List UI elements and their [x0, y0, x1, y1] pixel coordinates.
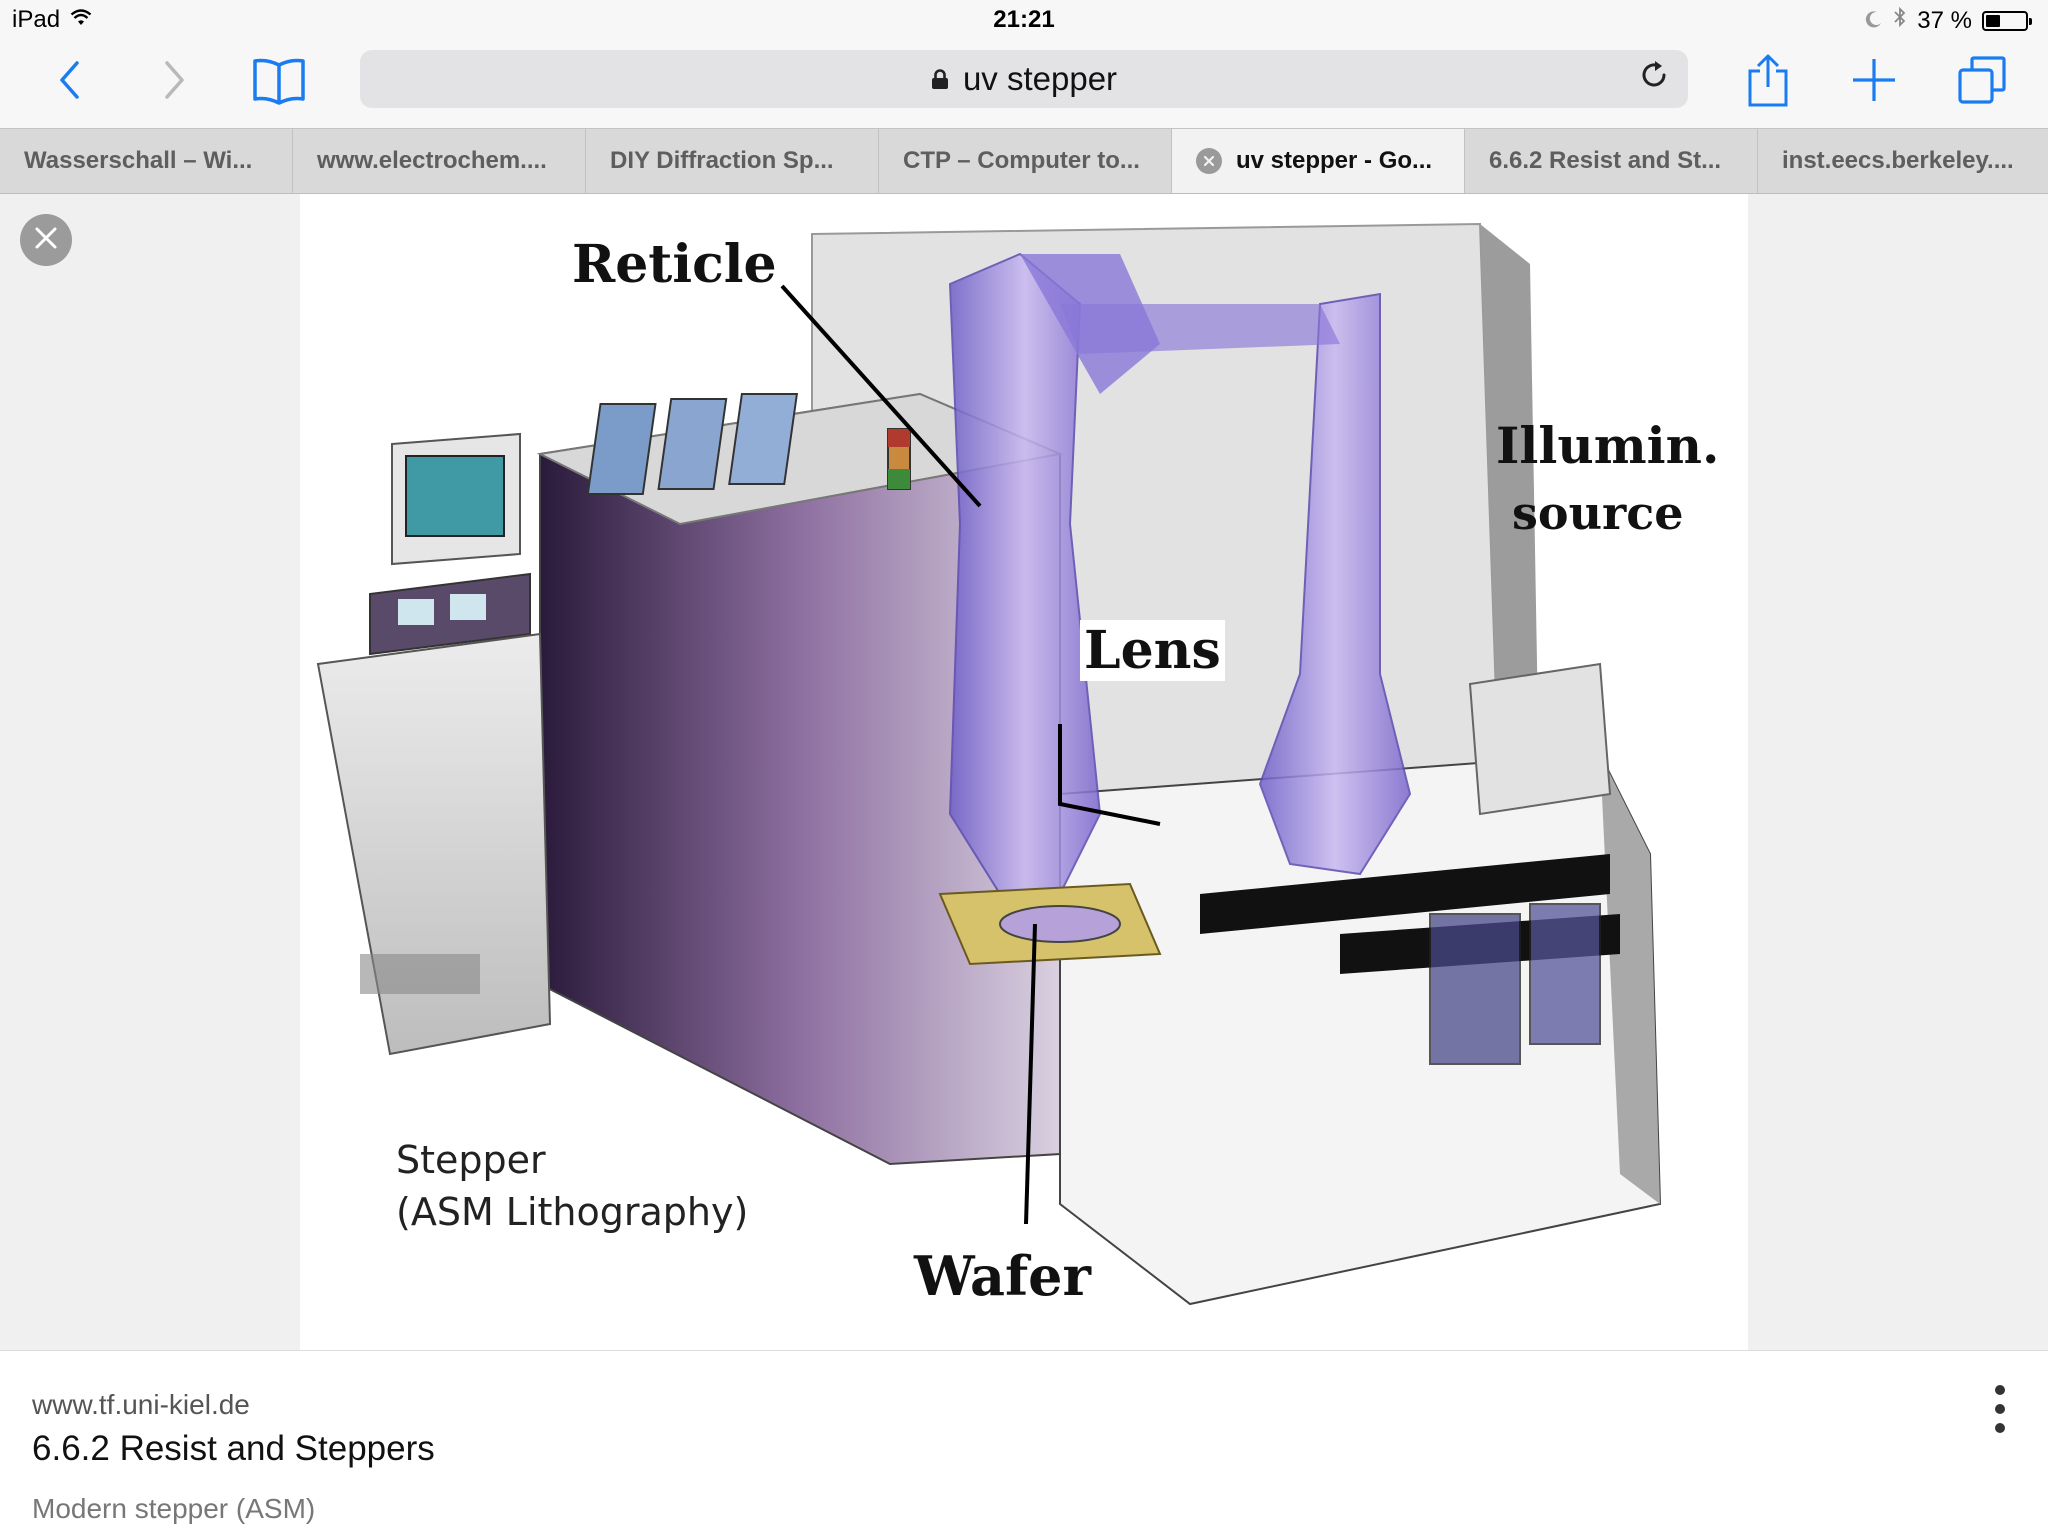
share-icon	[1746, 53, 1790, 112]
new-tab-button[interactable]	[1842, 50, 1906, 114]
bluetooth-icon	[1893, 6, 1907, 35]
operator-console	[316, 432, 552, 1056]
tab-label: DIY Diffraction Sp...	[610, 147, 834, 174]
tab-strip: Wasserschall – Wi... www.electrochem....…	[0, 128, 2048, 194]
image-viewer: Reticle Illumin. source Lens Wafer Stepp…	[0, 194, 2048, 1350]
reload-button[interactable]	[1632, 57, 1676, 101]
bookmarks-button[interactable]	[247, 50, 311, 114]
label-reticle: Reticle	[572, 234, 777, 295]
status-right: 37 %	[1865, 6, 2032, 35]
result-description: Modern stepper (ASM)	[32, 1493, 316, 1524]
label-source: source	[1512, 486, 1684, 540]
wafer-cassettes	[1429, 903, 1601, 1065]
tab-label: CTP – Computer to...	[903, 147, 1140, 174]
back-button[interactable]	[38, 50, 102, 114]
wifi-icon	[70, 6, 92, 34]
back-icon	[57, 60, 83, 105]
stepper-image[interactable]: Reticle Illumin. source Lens Wafer Stepp…	[300, 194, 1748, 1350]
result-info-panel[interactable]: www.tf.uni-kiel.de 6.6.2 Resist and Step…	[0, 1350, 2048, 1536]
tabs-icon	[1956, 54, 2008, 111]
bookmarks-icon	[251, 55, 307, 110]
tab-diy-diffraction[interactable]: DIY Diffraction Sp...	[586, 129, 879, 193]
tab-label: inst.eecs.berkeley....	[1782, 147, 2014, 174]
more-dots-icon	[1995, 1404, 2005, 1414]
address-text: uv stepper	[962, 60, 1118, 97]
label-wafer: Wafer	[914, 1244, 1091, 1308]
tab-electrochem[interactable]: www.electrochem....	[293, 129, 586, 193]
moon-icon	[1865, 7, 1883, 35]
more-dots-icon	[1995, 1385, 2005, 1395]
new-tab-icon	[1851, 57, 1897, 108]
tab-label: uv stepper - Go...	[1236, 147, 1433, 174]
battery-icon	[1982, 10, 2032, 31]
tab-wasserschall[interactable]: Wasserschall – Wi...	[0, 129, 293, 193]
forward-icon	[161, 60, 187, 105]
tab-berkeley[interactable]: inst.eecs.berkeley....	[1758, 129, 2048, 193]
device-name: iPad	[12, 6, 61, 33]
more-options-button[interactable]	[1982, 1379, 2018, 1439]
tab-label: 6.6.2 Resist and St...	[1489, 147, 1722, 174]
tab-ctp[interactable]: CTP – Computer to...	[879, 129, 1172, 193]
status-bar: iPad 21:21 37 %	[0, 0, 2048, 40]
battery-percent: 37 %	[1917, 6, 1972, 34]
reload-icon	[1638, 59, 1670, 99]
address-bar[interactable]: uv stepper	[360, 50, 1688, 108]
tab-label: Wasserschall – Wi...	[24, 147, 253, 174]
result-title[interactable]: 6.6.2 Resist and Steppers	[32, 1429, 435, 1468]
status-left: iPad	[12, 6, 92, 34]
lock-icon	[931, 68, 949, 90]
reticle-cassettes	[586, 393, 911, 495]
tab-resist-steppers[interactable]: 6.6.2 Resist and St...	[1465, 129, 1758, 193]
caption-stepper: Stepper	[396, 1138, 546, 1182]
more-dots-icon	[1995, 1423, 2005, 1433]
label-lens: Lens	[1080, 620, 1225, 681]
stepper-illustration	[316, 222, 1662, 1306]
label-illumin: Illumin.	[1496, 416, 1720, 475]
tabs-overview-button[interactable]	[1950, 50, 2014, 114]
share-button[interactable]	[1736, 50, 1800, 114]
close-icon	[34, 226, 58, 255]
forward-button[interactable]	[142, 50, 206, 114]
tab-uv-stepper[interactable]: uv stepper - Go...	[1172, 129, 1465, 193]
browser-toolbar: uv stepper	[0, 40, 2048, 128]
tab-label: www.electrochem....	[317, 147, 547, 174]
close-viewer-button[interactable]	[20, 214, 72, 266]
caption-asml: (ASM Lithography)	[396, 1190, 749, 1234]
tab-close-icon[interactable]	[1196, 148, 1222, 174]
result-domain[interactable]: www.tf.uni-kiel.de	[32, 1389, 250, 1420]
clock: 21:21	[993, 6, 1055, 33]
